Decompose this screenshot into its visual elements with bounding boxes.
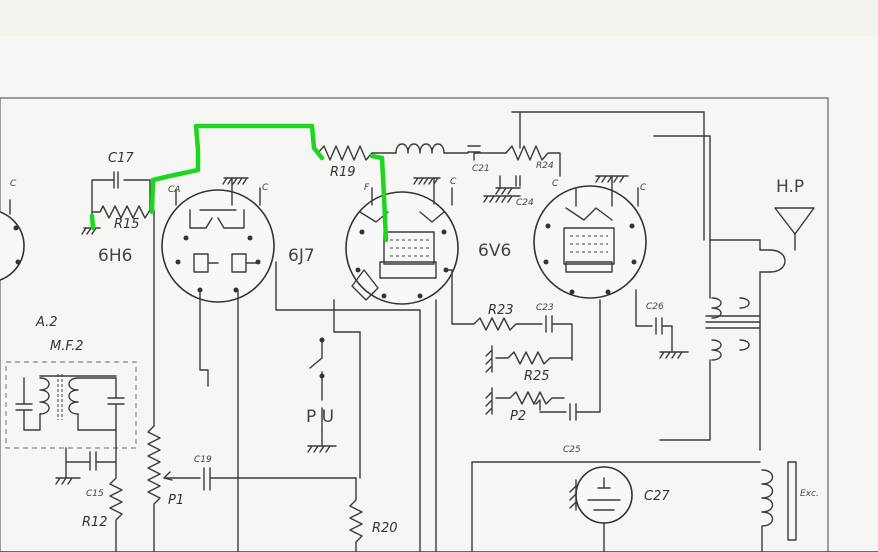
label-c23: C23 (536, 303, 554, 313)
label-r23: R23 (488, 303, 514, 318)
label-exc: Exc. (800, 489, 819, 499)
green-highlight (89, 123, 389, 243)
label-c-6h6: C (262, 183, 269, 193)
label-6j7: 6J7 (288, 246, 315, 266)
label-c-6v6-b: C (640, 183, 647, 193)
left-partial-tube: C (0, 179, 25, 281)
tube-6h6: CA C 6H6 (98, 177, 275, 303)
label-c19: C19 (194, 455, 212, 465)
audio-input-network: C19 P1 P U R20 (0, 209, 878, 552)
top-rail: R19 C21 R24 C24 (317, 111, 705, 241)
label-r20: R20 (372, 521, 398, 536)
label-r12: R12 (82, 515, 108, 530)
label-c25: C25 (563, 445, 581, 455)
label-scribble: A.2 (35, 315, 58, 330)
label-c27: C27 (644, 489, 670, 504)
label-c15: C15 (86, 489, 104, 499)
label-r24: R24 (536, 161, 554, 171)
tube-6v6: C C 6V6 (478, 175, 647, 299)
label-6h6: 6H6 (98, 246, 132, 266)
label-hp: H.P (776, 177, 804, 197)
label-c-6j7: C (450, 177, 457, 187)
label-pu: P U (306, 407, 334, 427)
rectifier-stage: C27 Exc. (471, 461, 819, 552)
label-mf2: M.F.2 (50, 339, 84, 354)
label-p2: P2 (510, 409, 526, 424)
mf2-transformer: C15 R12 A.2 M.F.2 (5, 315, 137, 552)
label-c17: C17 (108, 151, 134, 166)
diagram-frame (0, 97, 829, 552)
paper-sheet (0, 36, 878, 552)
label-c21: C21 (472, 164, 490, 174)
label-ca: CA (168, 185, 180, 195)
label-r25: R25 (524, 369, 550, 384)
label-c-6v6-a: C (552, 179, 559, 189)
label-6v6: 6V6 (478, 241, 511, 261)
label-c-left: C (10, 179, 17, 189)
label-r19: R19 (330, 165, 356, 180)
mid-right-network: R23 C23 C26 R25 P2 C25 (451, 289, 689, 455)
label-c24: C24 (516, 198, 534, 208)
label-p1: P1 (168, 493, 184, 508)
output-stage: H.P (653, 135, 815, 451)
label-f-6j7: F (364, 183, 370, 193)
tube-6j7: F C 6J7 (288, 177, 459, 305)
label-r15: R15 (114, 217, 140, 232)
label-c26: C26 (646, 302, 664, 312)
